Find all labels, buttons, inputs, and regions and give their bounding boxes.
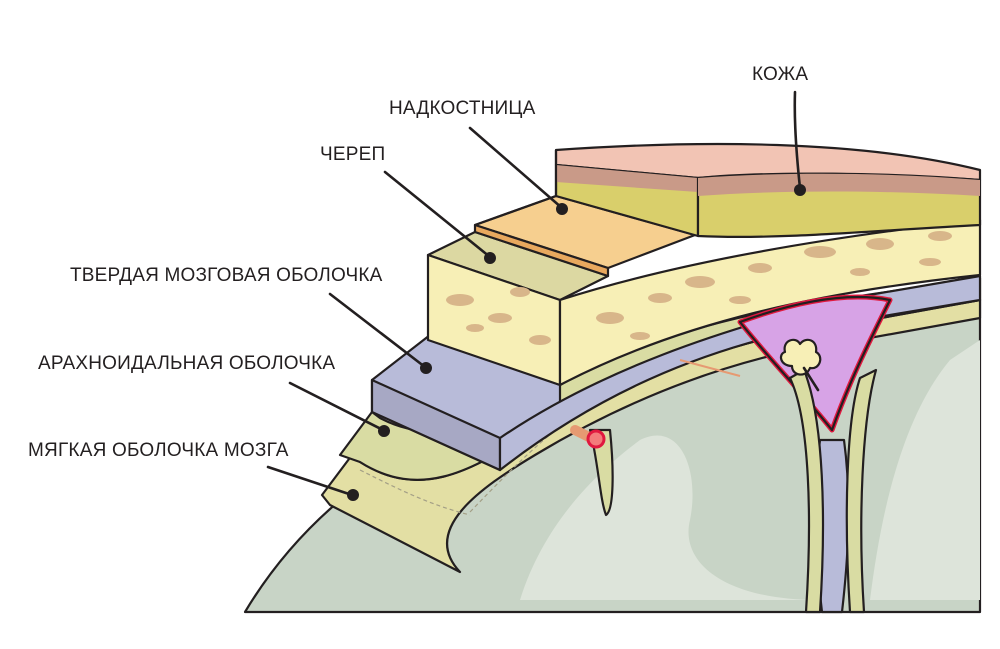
leader-periosteum — [468, 126, 564, 210]
leader-dura — [328, 292, 427, 369]
label-periosteum: НАДКОСТНИЦА — [389, 98, 536, 119]
blood-vessel — [586, 429, 606, 449]
arachnoid-granulation — [779, 338, 822, 392]
leader-skull — [383, 170, 492, 259]
leader-pia — [266, 465, 354, 497]
skin-layer — [474, 142, 982, 239]
leader-skin — [793, 90, 802, 190]
skull-layer — [426, 218, 982, 387]
label-dura: ТВЕРДАЯ МОЗГОВАЯ ОБОЛОЧКА — [70, 265, 383, 286]
label-arachnoid: АРАХНОИДАЛЬНАЯ ОБОЛОЧКА — [38, 353, 335, 374]
label-pia: МЯГКАЯ ОБОЛОЧКА МОЗГА — [28, 440, 289, 461]
label-skin: КОЖА — [752, 64, 808, 85]
falx-cerebri — [788, 368, 878, 614]
leader-arachnoid — [288, 381, 385, 432]
leader-lines — [266, 90, 806, 501]
label-skull: ЧЕРЕП — [320, 144, 385, 165]
